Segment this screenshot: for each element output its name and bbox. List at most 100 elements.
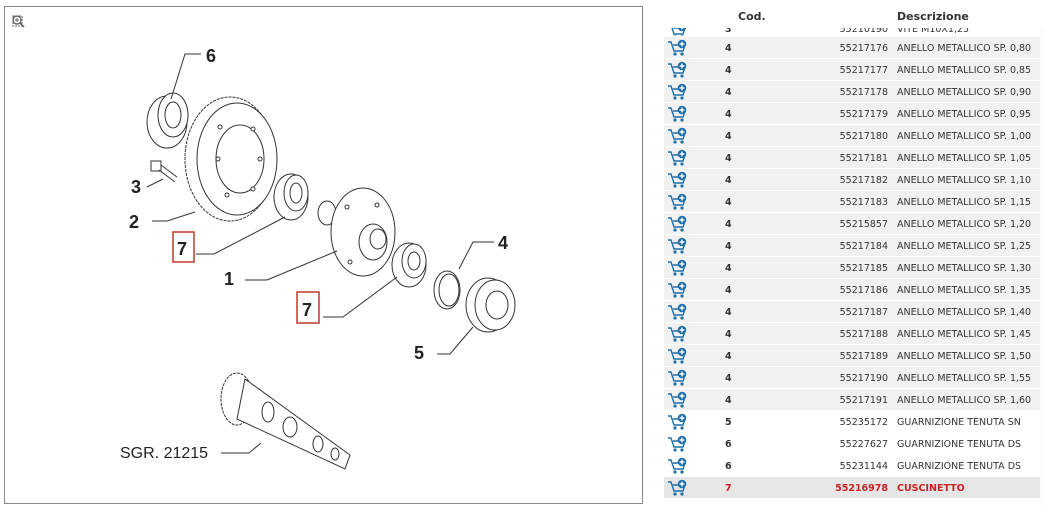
bolt-3-drawing	[150, 160, 178, 183]
add-to-cart-icon[interactable]	[667, 28, 689, 36]
position-cell: 4	[725, 131, 732, 142]
description-cell: ANELLO METALLICO SP. 0,90	[897, 87, 1032, 98]
part-code-cell[interactable]: 55217189	[839, 351, 888, 362]
part-code-cell[interactable]: 55217178	[839, 87, 888, 98]
description-cell: CUSCINETTO	[897, 483, 965, 494]
add-to-cart-icon[interactable]	[667, 237, 689, 255]
table-row[interactable]: 4 55217180 ANELLO METALLICO SP. 1,00	[664, 125, 1044, 147]
description-cell: ANELLO METALLICO SP. 1,40	[897, 307, 1032, 318]
part-code-cell[interactable]: 55217187	[839, 307, 888, 318]
add-to-cart-icon[interactable]	[667, 127, 689, 145]
add-to-cart-icon[interactable]	[667, 281, 689, 299]
add-to-cart-icon[interactable]	[667, 259, 689, 277]
callout-7-lower[interactable]: 7	[302, 300, 312, 320]
part-code-cell[interactable]: 55217182	[839, 175, 888, 186]
callout-1[interactable]: 1	[224, 269, 234, 289]
table-row[interactable]: 7 55216978 CUSCINETTO	[664, 477, 1044, 499]
add-to-cart-icon[interactable]	[667, 457, 689, 475]
subgroup-link[interactable]: SGR. 21215	[120, 445, 208, 462]
description-cell: GUARNIZIONE TENUTA DS	[897, 439, 1022, 450]
add-to-cart-icon[interactable]	[667, 435, 689, 453]
bearing-upper-drawing	[273, 173, 309, 221]
part-code-cell[interactable]: 55217176	[839, 43, 888, 54]
part-code-cell[interactable]: 55217190	[839, 373, 888, 384]
add-to-cart-icon[interactable]	[667, 39, 689, 57]
add-to-cart-icon[interactable]	[667, 171, 689, 189]
description-cell: VITE M10X1,25	[897, 28, 970, 35]
description-cell: ANELLO METALLICO SP. 1,60	[897, 395, 1032, 406]
parts-table-header: Cod. Descrizione	[664, 6, 1044, 28]
add-to-cart-icon[interactable]	[667, 369, 689, 387]
add-to-cart-icon[interactable]	[667, 479, 689, 497]
add-to-cart-icon[interactable]	[667, 215, 689, 233]
callout-3[interactable]: 3	[131, 177, 141, 197]
part-code-cell[interactable]: 55216978	[835, 483, 888, 494]
callout-5[interactable]: 5	[414, 343, 424, 363]
column-header-code[interactable]: Cod.	[738, 10, 766, 23]
description-cell: ANELLO METALLICO SP. 1,25	[897, 241, 1032, 252]
part-code-cell[interactable]: 55217179	[839, 109, 888, 120]
part-code-cell[interactable]: 55217191	[839, 395, 888, 406]
position-cell: 6	[725, 461, 732, 472]
part-code-cell[interactable]: 55217186	[839, 285, 888, 296]
position-cell: 7	[725, 483, 732, 494]
table-row-partial[interactable]: 3 55210190 VITE M10X1,25	[664, 28, 1044, 37]
add-to-cart-icon[interactable]	[667, 105, 689, 123]
add-to-cart-icon[interactable]	[667, 413, 689, 431]
add-to-cart-icon[interactable]	[667, 149, 689, 167]
add-to-cart-icon[interactable]	[667, 325, 689, 343]
callout-2[interactable]: 2	[129, 212, 139, 232]
part-code-cell[interactable]: 55217185	[839, 263, 888, 274]
part-code-cell[interactable]: 55210190	[839, 28, 888, 35]
add-to-cart-icon[interactable]	[667, 193, 689, 211]
exploded-diagram-panel[interactable]: 6 3 2 7 1 7 4 5 SGR. 21215	[4, 6, 643, 504]
part-code-cell[interactable]: 55217183	[839, 197, 888, 208]
table-row[interactable]: 4 55217178 ANELLO METALLICO SP. 0,90	[664, 81, 1044, 103]
callout-6[interactable]: 6	[206, 46, 216, 66]
part-code-cell[interactable]: 55217188	[839, 329, 888, 340]
part-code-cell[interactable]: 55217180	[839, 131, 888, 142]
part-code-cell[interactable]: 55227627	[839, 439, 888, 450]
part-code-cell[interactable]: 55217177	[839, 65, 888, 76]
zoom-out-icon[interactable]	[11, 15, 25, 62]
position-cell: 4	[725, 219, 732, 230]
description-cell: ANELLO METALLICO SP. 1,45	[897, 329, 1032, 340]
position-cell: 4	[725, 87, 732, 98]
add-to-cart-icon[interactable]	[667, 347, 689, 365]
callout-7-upper-highlight[interactable]	[172, 231, 195, 263]
part-code-cell[interactable]: 55235172	[839, 417, 888, 428]
add-to-cart-icon[interactable]	[667, 83, 689, 101]
part-code-cell[interactable]: 55217184	[839, 241, 888, 252]
position-cell: 3	[725, 28, 732, 35]
table-scrollbar[interactable]	[1040, 28, 1044, 506]
callout-7-upper[interactable]: 7	[177, 239, 187, 259]
description-cell: ANELLO METALLICO SP. 1,00	[897, 131, 1032, 142]
part-code-cell[interactable]: 55231144	[839, 461, 888, 472]
add-to-cart-icon[interactable]	[667, 391, 689, 409]
part-code-cell[interactable]: 55217181	[839, 153, 888, 164]
callout-4[interactable]: 4	[498, 233, 508, 253]
part-code-cell[interactable]: 55215857	[839, 219, 888, 230]
add-to-cart-icon[interactable]	[667, 303, 689, 321]
add-to-cart-icon[interactable]	[667, 61, 689, 79]
callout-7-lower-highlight[interactable]	[296, 291, 320, 324]
column-header-description[interactable]: Descrizione	[897, 10, 969, 23]
